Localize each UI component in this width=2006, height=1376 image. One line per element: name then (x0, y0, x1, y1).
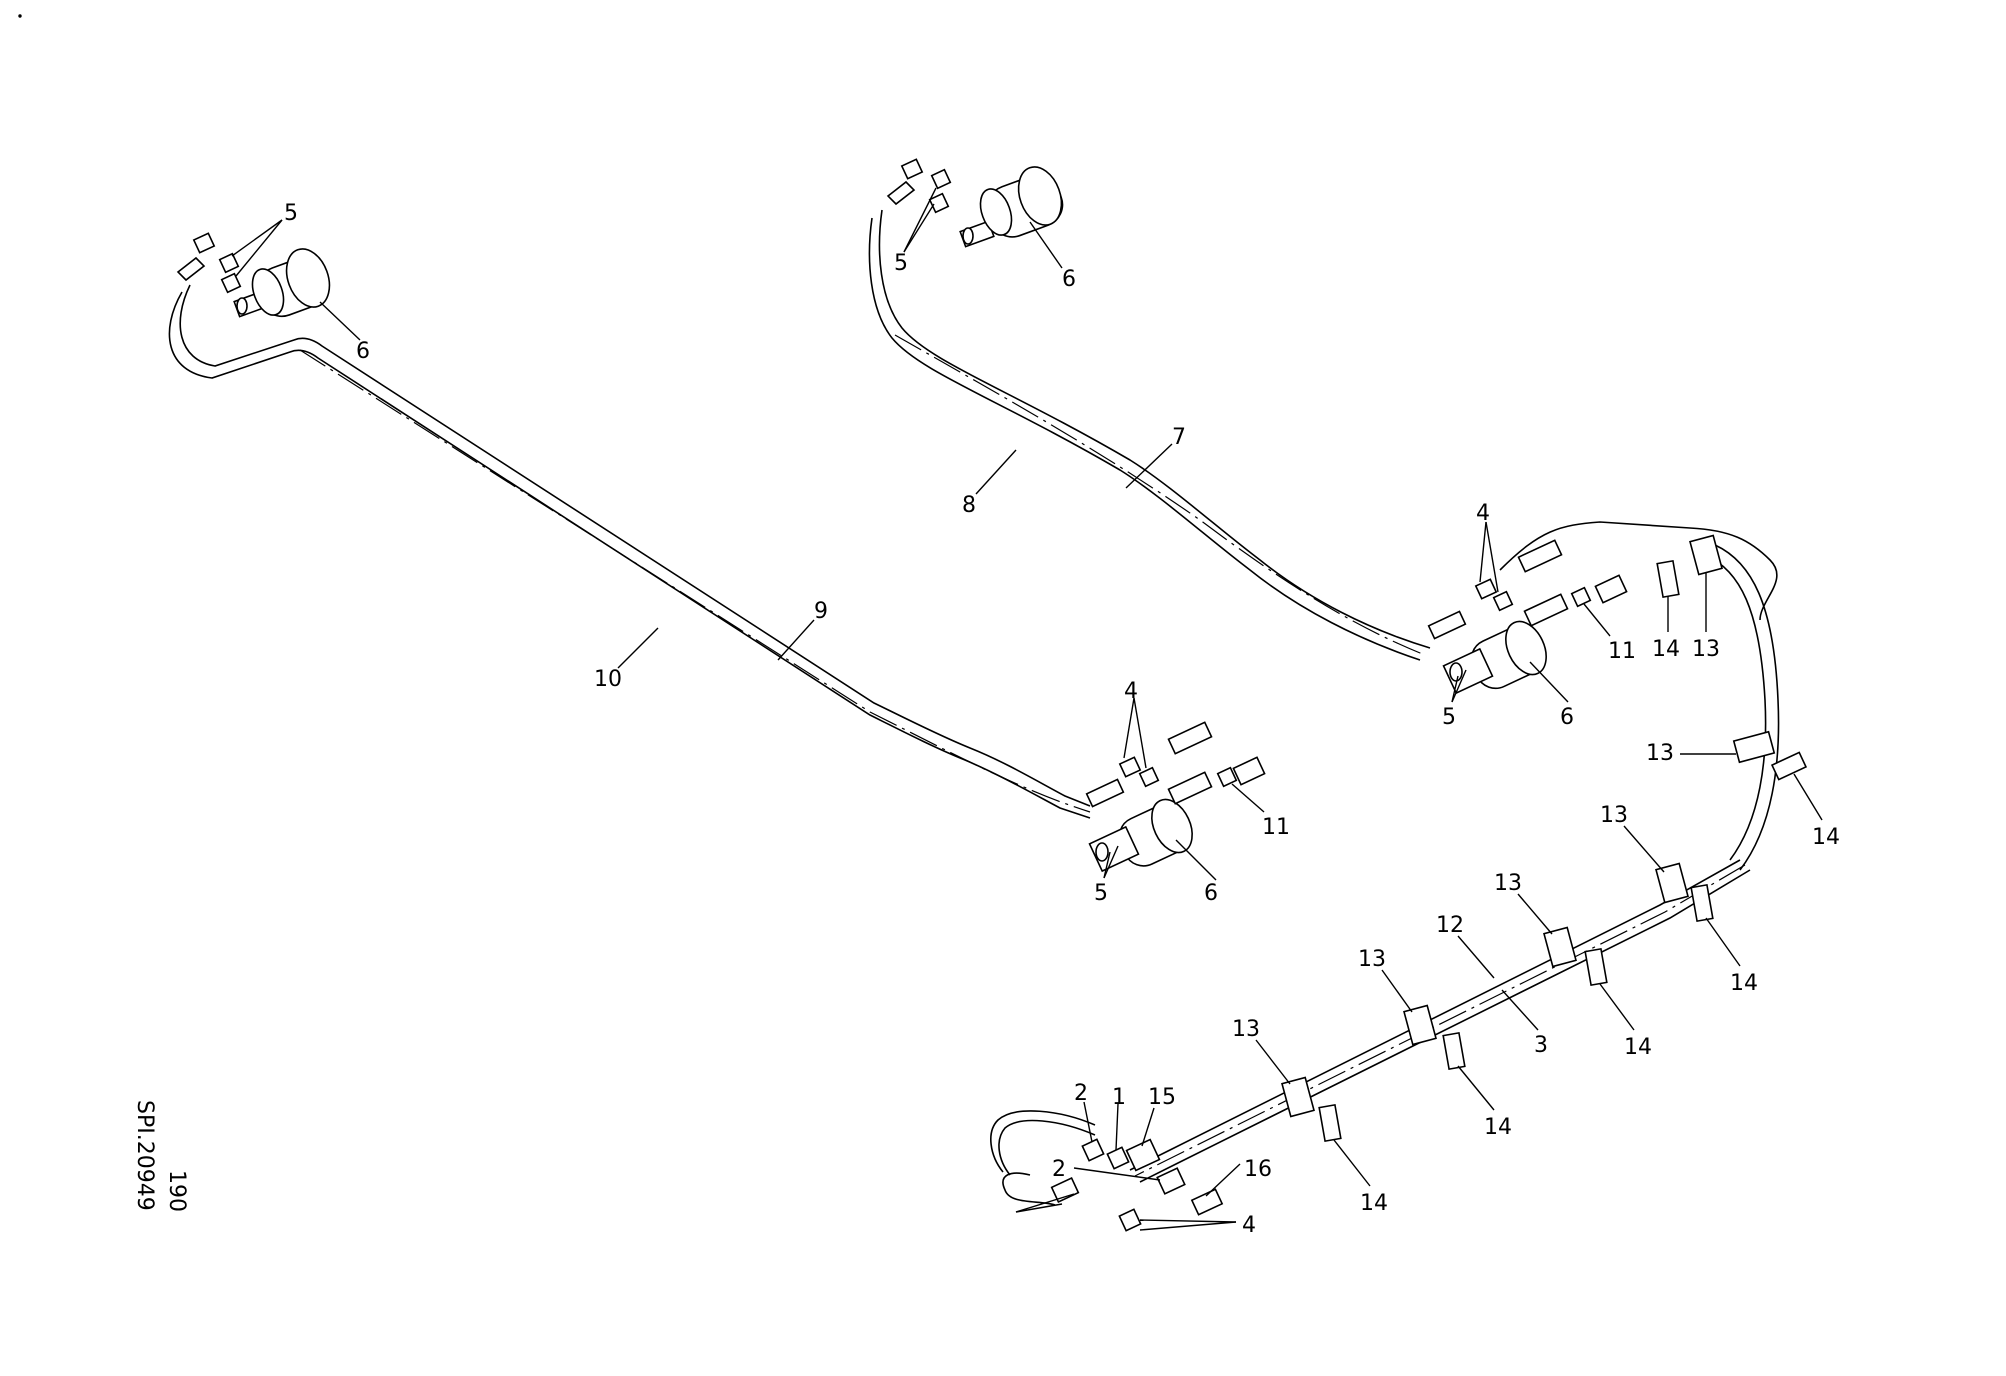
callout-14-f: 14 (1360, 1191, 1388, 1216)
callout-11-lower-middle: 11 (1262, 815, 1290, 840)
callout-6-top-left: 6 (356, 339, 370, 364)
callout-14-b: 14 (1812, 825, 1840, 850)
callout-13-c: 13 (1600, 803, 1628, 828)
callout-14-e: 14 (1484, 1115, 1512, 1140)
hose-10 (168, 291, 1091, 819)
rail-centerline (1134, 864, 1746, 1177)
callout-13-e: 13 (1358, 947, 1386, 972)
hose-bottom-lower (1002, 1172, 1056, 1206)
leader-lines (231, 187, 1823, 1231)
callout-14-c: 14 (1730, 971, 1758, 996)
callout-6-top-middle: 6 (1062, 267, 1076, 292)
rail-12 (1129, 859, 1741, 1171)
hose-bottom-upper (998, 1119, 1096, 1176)
drawing-code-block: SPI.20949 190 (132, 1100, 189, 1212)
callout-5-top-middle: 5 (894, 251, 908, 276)
callout-4-right: 4 (1476, 501, 1490, 526)
callout-13-b: 13 (1646, 741, 1674, 766)
callout-16: 16 (1244, 1157, 1272, 1182)
hose-7 (878, 209, 1431, 649)
motor-lower-middle (1088, 798, 1193, 873)
callout-labels: 5 6 5 6 7 8 9 10 4 11 5 6 4 11 5 6 14 13… (284, 201, 1840, 1238)
drawing-code: SPI.20949 (132, 1100, 157, 1211)
callout-13-f: 13 (1232, 1017, 1260, 1042)
pipe-upper-right (1499, 521, 1778, 621)
clamps-13 (1281, 534, 1776, 1118)
callout-6-lower-middle: 6 (1204, 881, 1218, 906)
callout-2-upper: 2 (1074, 1081, 1088, 1106)
callout-11-right: 11 (1608, 639, 1636, 664)
motor-top-left (233, 248, 331, 318)
pipe-right-loop-a (1704, 554, 1767, 861)
callout-7: 7 (1172, 425, 1186, 450)
callout-5-lower-middle: 5 (1094, 881, 1108, 906)
hose-7-centerline (894, 334, 1426, 656)
corner-mark (18, 14, 22, 18)
callout-4-lower-middle: 4 (1124, 679, 1138, 704)
motor-top-middle (959, 166, 1064, 248)
callout-2-lower: 2 (1052, 1157, 1066, 1182)
callout-5-top-left: 5 (284, 201, 298, 226)
hose-bottom-upper-b (990, 1110, 1096, 1173)
clamp-inserts-14 (1318, 559, 1808, 1143)
hose-9-centerline (299, 349, 1091, 813)
callout-14-d: 14 (1624, 1035, 1652, 1060)
callout-12: 12 (1436, 913, 1464, 938)
callout-6-right: 6 (1560, 705, 1574, 730)
callout-13-d: 13 (1494, 871, 1522, 896)
hose-9 (179, 284, 1091, 807)
fittings (176, 158, 1628, 1232)
motor-right (1442, 620, 1547, 695)
callout-1: 1 (1112, 1085, 1126, 1110)
pipe-right-loop-b (1714, 544, 1780, 871)
callout-13-a: 13 (1692, 637, 1720, 662)
callout-9: 9 (814, 599, 828, 624)
callout-8: 8 (962, 493, 976, 518)
hose-8 (868, 217, 1421, 661)
callout-10: 10 (594, 667, 622, 692)
sheet-number: 190 (164, 1170, 189, 1212)
callout-15: 15 (1148, 1085, 1176, 1110)
callout-3: 3 (1534, 1033, 1548, 1058)
callout-4-bottom: 4 (1242, 1213, 1256, 1238)
callout-5-right: 5 (1442, 705, 1456, 730)
callout-14-a: 14 (1652, 637, 1680, 662)
